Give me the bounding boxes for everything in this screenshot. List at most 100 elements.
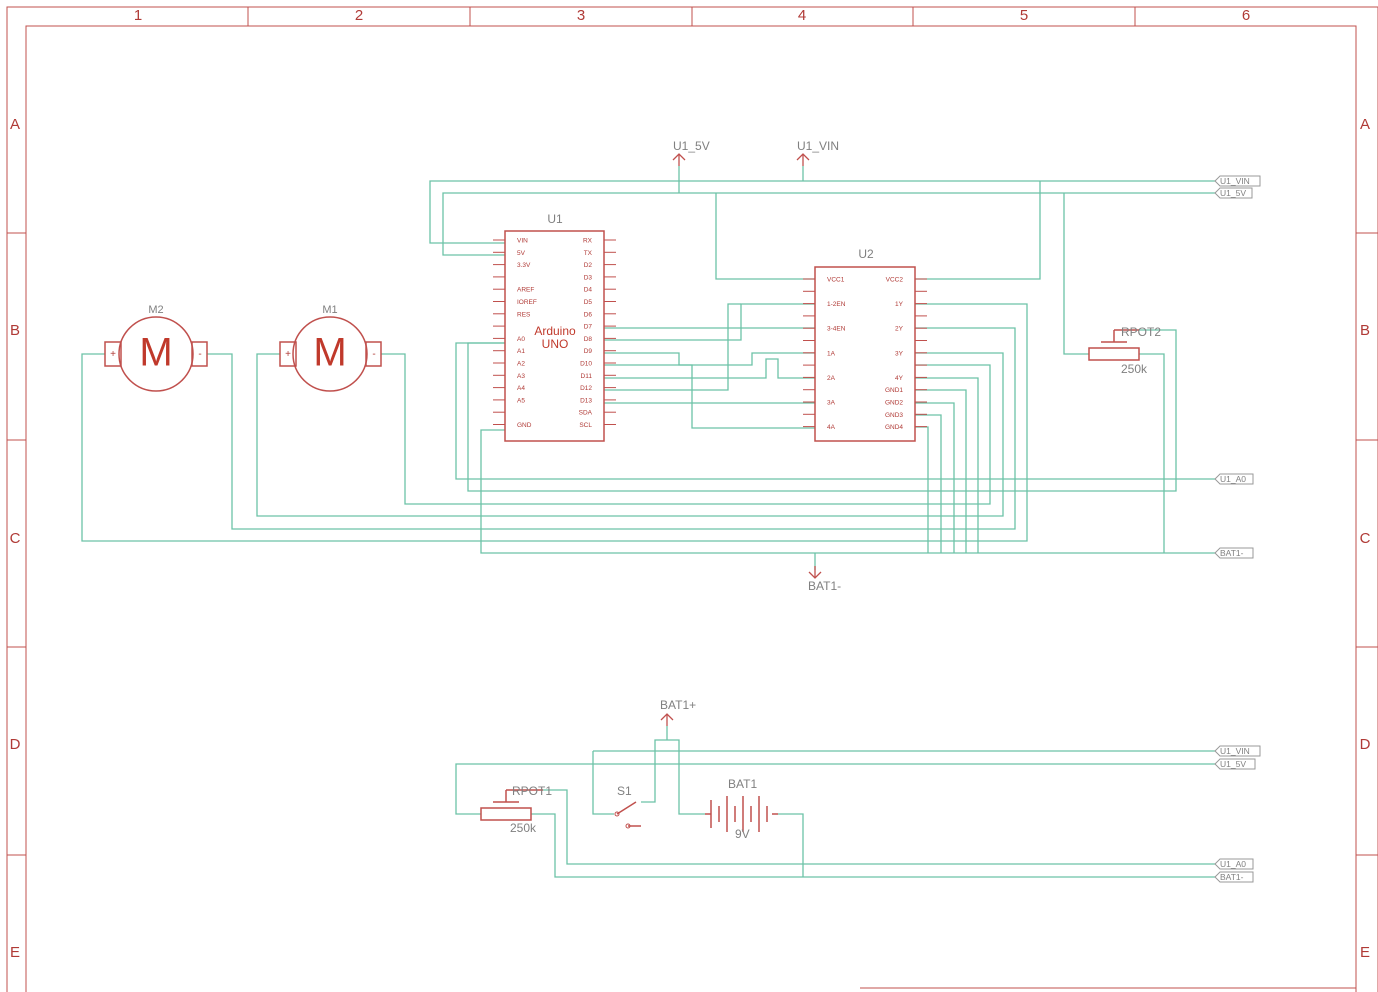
wire-d7-en12 bbox=[604, 303, 815, 329]
motor-m1[interactable] bbox=[279, 316, 382, 392]
pin-label: GND1 bbox=[885, 387, 903, 394]
wire-rpot2-gnd bbox=[1139, 353, 1165, 553]
m1-reference: M1 bbox=[322, 304, 337, 316]
m2-reference: M2 bbox=[148, 304, 163, 316]
wires-top-circuit bbox=[81, 166, 1215, 570]
net-flag-a0-top bbox=[1214, 473, 1254, 485]
pin-label: 4A bbox=[827, 424, 836, 431]
rpot2-reference: RPOT2 bbox=[1121, 325, 1161, 339]
pin-label: 1A bbox=[827, 350, 836, 357]
wire-vin bbox=[429, 180, 1215, 244]
u1-label-line2: UNO bbox=[542, 337, 569, 351]
net-flag-5v-top bbox=[1214, 187, 1253, 199]
wire-gnd1 bbox=[915, 389, 967, 553]
supply-u1-vin bbox=[796, 153, 810, 166]
wires-bottom-circuit bbox=[455, 726, 1215, 878]
pin-label: 3.3V bbox=[517, 262, 531, 269]
net-flag-5v-bottom bbox=[1214, 758, 1256, 770]
supply-bat1-plus bbox=[660, 713, 674, 726]
pin-label: A0 bbox=[517, 336, 525, 343]
net-label: U1_VIN bbox=[1220, 746, 1250, 756]
battery-bat1[interactable] bbox=[705, 796, 778, 832]
rpot1-reference: RPOT1 bbox=[512, 784, 552, 798]
pin-label: D10 bbox=[580, 361, 592, 368]
motor-m2[interactable] bbox=[104, 316, 208, 392]
pin-label: 3A bbox=[827, 400, 836, 407]
pin-label: 4Y bbox=[895, 375, 904, 382]
net-label: U1_A0 bbox=[1220, 859, 1246, 869]
pin-label: D5 bbox=[584, 299, 593, 306]
rpot2-value: 250k bbox=[1121, 362, 1148, 376]
supply-bat1-minus-label: BAT1- bbox=[808, 579, 841, 593]
switch-s1[interactable] bbox=[614, 801, 641, 829]
net-flag-vin-bottom bbox=[1214, 745, 1261, 757]
pin-label: SDA bbox=[579, 410, 593, 417]
wire-gnd-extra bbox=[915, 377, 979, 553]
wire-a0 bbox=[455, 342, 1176, 480]
wire-d9-1a bbox=[604, 352, 815, 366]
wire-gnd3 bbox=[915, 414, 942, 553]
net-label: U1_5V bbox=[1220, 188, 1246, 198]
pin-label: 2A bbox=[827, 375, 836, 382]
m1-minus: - bbox=[372, 349, 375, 360]
column-label: 2 bbox=[355, 7, 363, 24]
wire-u1-gnd bbox=[480, 429, 1215, 554]
pin-label: VCC1 bbox=[827, 277, 845, 284]
row-label-left: B bbox=[10, 322, 20, 339]
m1-symbol: M bbox=[313, 331, 346, 375]
potentiometer-rpot1[interactable] bbox=[480, 789, 543, 821]
row-label-right: C bbox=[1360, 530, 1371, 547]
m1-plus: + bbox=[285, 349, 291, 360]
s1-reference: S1 bbox=[617, 784, 632, 798]
pin-label: D7 bbox=[584, 324, 593, 331]
wire-1y bbox=[81, 303, 1028, 542]
net-label: U1_A0 bbox=[1220, 474, 1246, 484]
row-label-right: D bbox=[1360, 736, 1371, 753]
supply-u1-5v bbox=[672, 153, 686, 166]
motor-driver-u2[interactable]: VCC11-2EN3-4EN1A2A3A4AVCC21Y2Y3Y4YGND1GN… bbox=[803, 266, 927, 442]
pin-label: GND2 bbox=[885, 400, 903, 407]
row-label-left: D bbox=[10, 736, 21, 753]
row-label-left: A bbox=[10, 116, 20, 133]
pin-label: A1 bbox=[517, 348, 525, 355]
row-label-right: B bbox=[1360, 322, 1370, 339]
row-label-right: E bbox=[1360, 944, 1370, 961]
net-flag-bat-bottom bbox=[1214, 871, 1254, 883]
pin-label: D6 bbox=[584, 311, 593, 318]
supply-u1-5v-label: U1_5V bbox=[673, 139, 710, 153]
wire-vcc2 bbox=[915, 181, 1041, 280]
pin-label: RES bbox=[517, 311, 531, 318]
pin-label: 3-4EN bbox=[827, 326, 846, 333]
pin-label: GND4 bbox=[885, 424, 903, 431]
bat1-reference: BAT1 bbox=[728, 777, 757, 791]
wire-gnd4 bbox=[915, 426, 929, 553]
pin-label: VIN bbox=[517, 238, 528, 245]
supply-bat1-minus bbox=[808, 566, 822, 579]
wire-vcc1 bbox=[715, 193, 815, 280]
rpot1-value: 250k bbox=[510, 821, 537, 835]
u1-label-line1: Arduino bbox=[534, 324, 576, 338]
net-label: BAT1- bbox=[1220, 548, 1244, 558]
pin-label: AREF bbox=[517, 287, 534, 294]
pin-label: A2 bbox=[517, 361, 525, 368]
pin-label: D2 bbox=[584, 262, 593, 269]
pin-label: VCC2 bbox=[886, 277, 904, 284]
pin-label: D9 bbox=[584, 348, 593, 355]
pin-label: D8 bbox=[584, 336, 593, 343]
wire-5v bbox=[442, 192, 1215, 256]
arduino-uno-u1[interactable]: VIN5V3.3VAREFIOREFRESA0A1A2A3A4A5GNDRXTX… bbox=[493, 230, 616, 442]
pin-label: SCL bbox=[579, 422, 592, 429]
drawing-frame bbox=[6, 6, 1378, 992]
row-label-right: A bbox=[1360, 116, 1370, 133]
pin-label: D4 bbox=[584, 287, 593, 294]
potentiometer-rpot2[interactable] bbox=[1088, 329, 1140, 361]
wire-d12-4a bbox=[604, 303, 741, 391]
bat1-value: 9V bbox=[735, 827, 750, 841]
net-flag-bat-top bbox=[1214, 547, 1254, 559]
wire-3y bbox=[256, 352, 1004, 517]
net-flag-a0-bottom bbox=[1214, 858, 1254, 870]
pin-label: 1Y bbox=[895, 301, 904, 308]
pin-label: A5 bbox=[517, 397, 525, 404]
wire-gnd2 bbox=[915, 402, 955, 553]
